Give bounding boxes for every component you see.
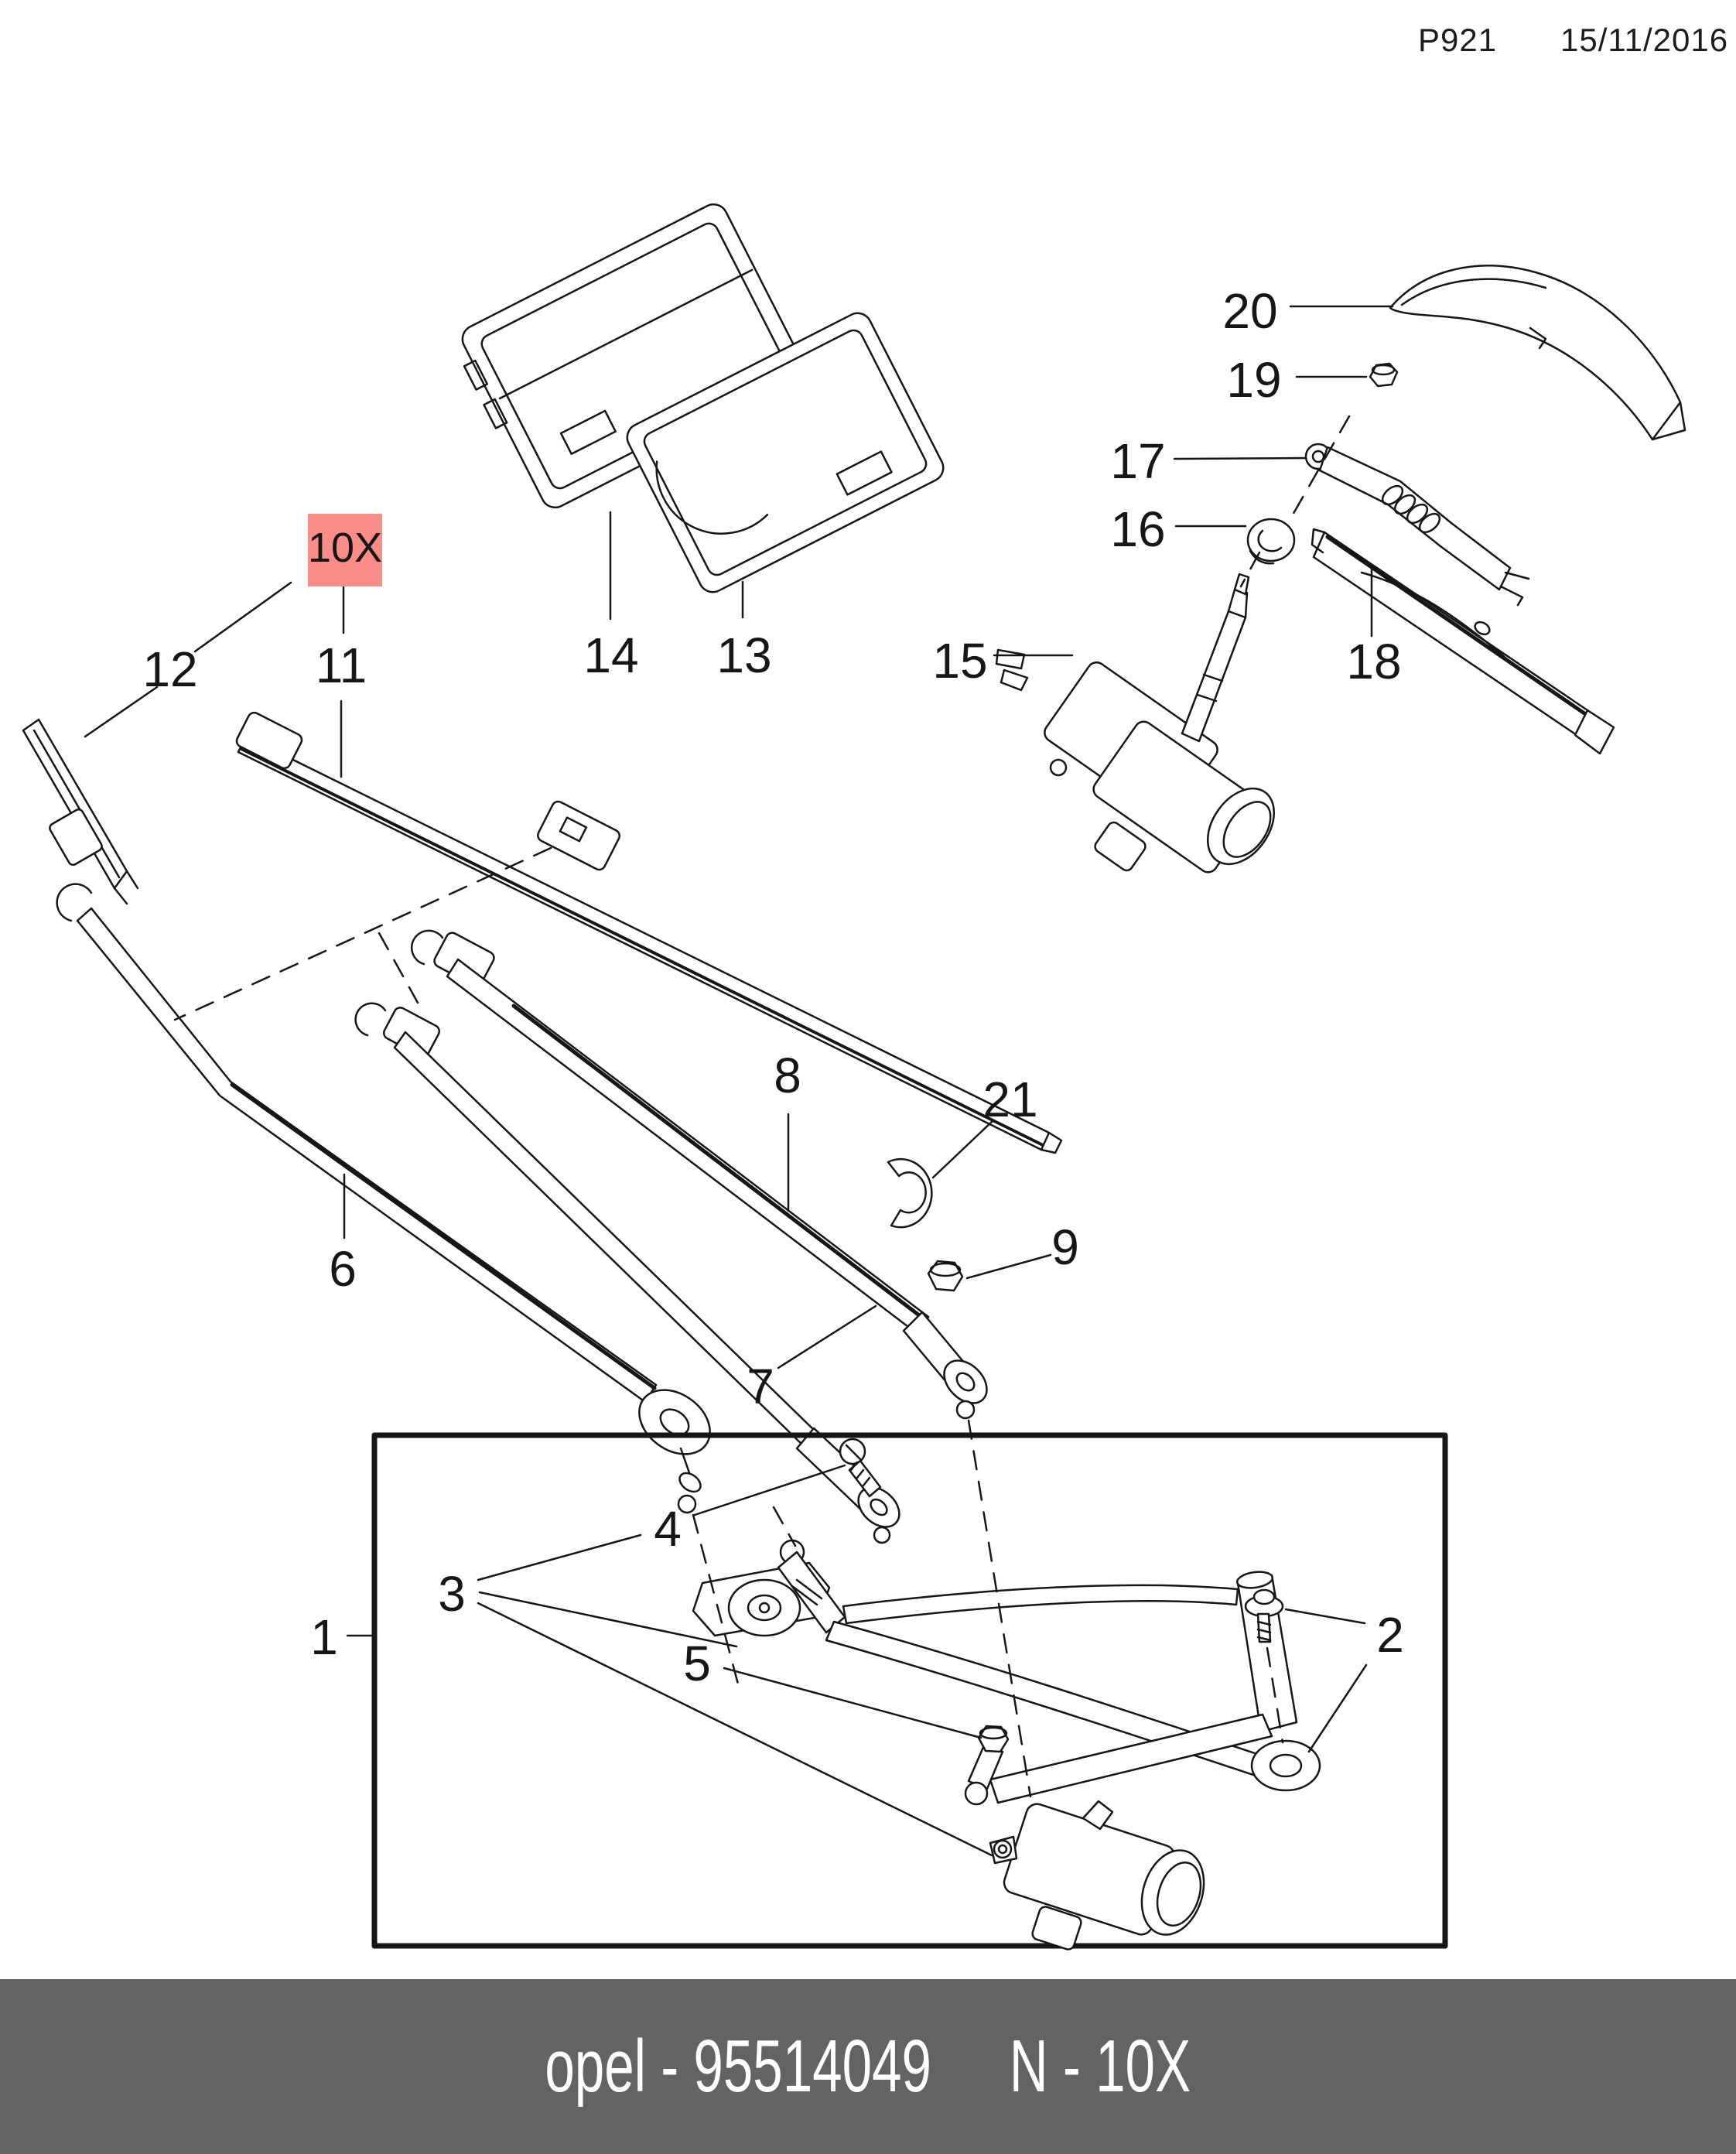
callout-12: 12 (142, 641, 197, 697)
leader-9 (965, 1253, 1052, 1280)
assembly-projection-lines (173, 415, 1351, 1798)
quantity-code: N - 10X (1010, 2025, 1191, 2108)
leader-4 (693, 1464, 846, 1516)
part-wiper-blade-small (22, 718, 139, 905)
callout-6: 6 (329, 1241, 357, 1297)
leader-2a (1284, 1608, 1366, 1625)
leader-3a (477, 1533, 642, 1581)
callout-20: 20 (1222, 283, 1277, 339)
leader-2b (1307, 1663, 1368, 1753)
linkage-assembly-box (371, 1432, 1448, 1949)
part-pivot-nut (927, 1260, 964, 1292)
leader-7 (777, 1304, 877, 1369)
callout-11: 11 (316, 638, 367, 693)
part-wiper-arm-lower (354, 1002, 900, 1544)
part-wiper-arm-upper (410, 929, 988, 1420)
part-rear-nut (1369, 362, 1399, 388)
callout-15: 15 (932, 633, 987, 689)
callout-13: 13 (716, 627, 771, 683)
part-cowl-cover-right (626, 312, 945, 593)
leader-3c (477, 1602, 993, 1857)
highlight-badge: 10X (308, 514, 382, 586)
part-linkage-assembly (692, 1438, 1321, 1951)
callout-5: 5 (683, 1636, 711, 1691)
leader-5 (723, 1667, 982, 1739)
callout-19: 19 (1226, 352, 1281, 408)
callout-21: 21 (982, 1072, 1037, 1127)
callout-16: 16 (1110, 501, 1165, 557)
callout-labels: 1 2 3 4 5 6 7 8 9 11 12 13 14 15 16 17 1… (142, 283, 1403, 1691)
part-rear-cover (1389, 265, 1686, 441)
callout-17: 17 (1110, 433, 1165, 489)
leader-17 (1173, 456, 1307, 460)
leader-3b (478, 1591, 738, 1648)
part-pivot-cap (887, 1157, 933, 1229)
callout-3: 3 (438, 1566, 466, 1622)
part-rear-arm (1304, 443, 1530, 607)
leader-12-to-highlight (193, 581, 292, 653)
callout-1: 1 (310, 1609, 338, 1665)
document-date: 15/11/2016 (1560, 22, 1729, 58)
part-number-banner: opel - 95514049 N - 10X (0, 1979, 1736, 2154)
part-rear-grommet (1246, 518, 1296, 565)
leader-21 (931, 1119, 995, 1179)
document-code: P921 (1418, 22, 1498, 58)
callout-9: 9 (1051, 1219, 1079, 1275)
part-cowl-cover-left (461, 203, 808, 509)
part-wiper-arm-driver (56, 883, 711, 1514)
part-number-text: opel - 95514049 N - 10X (545, 2024, 1191, 2109)
callout-18: 18 (1346, 634, 1401, 689)
callout-14: 14 (583, 627, 638, 683)
part-rear-blade (1311, 528, 1615, 755)
callout-7: 7 (747, 1359, 774, 1414)
brand-part-number: opel - 95514049 (545, 2025, 932, 2108)
highlight-box (308, 514, 382, 586)
callout-8: 8 (774, 1048, 801, 1103)
part-rear-wiper-motor (995, 573, 1276, 874)
part-wiper-blade-long (235, 711, 1063, 1154)
highlight-label: 10X (308, 525, 382, 571)
callout-2: 2 (1376, 1607, 1404, 1663)
leader-12-to-blade (84, 686, 159, 738)
leader-lines (84, 305, 1394, 1857)
callout-4: 4 (654, 1501, 682, 1557)
